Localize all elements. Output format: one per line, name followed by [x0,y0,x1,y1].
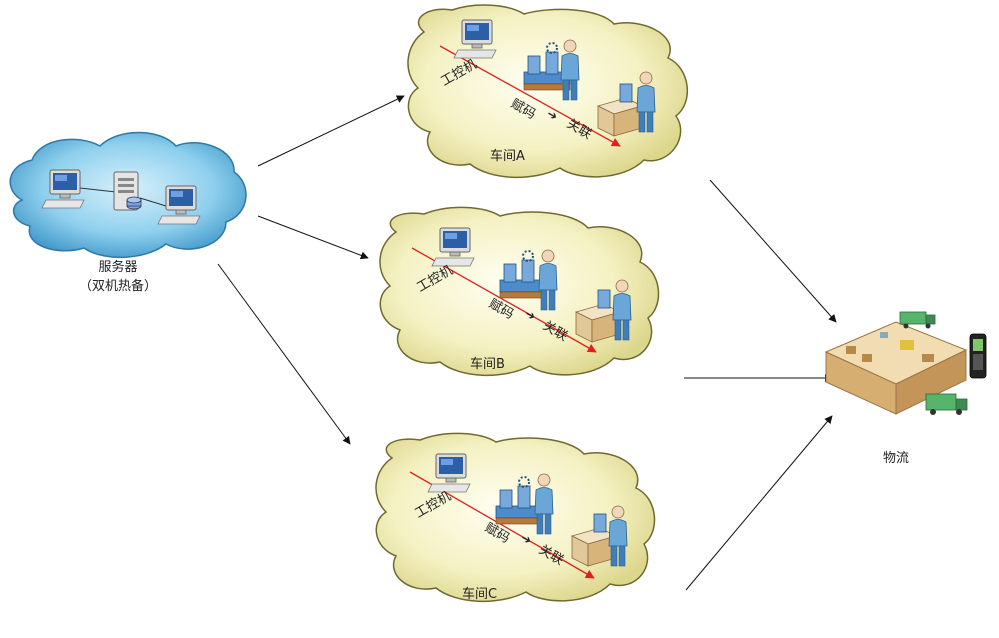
workshop-c-label: 车间C [462,586,497,602]
server-sublabel: （双机热备） [79,278,157,294]
server-tower-icon [113,171,142,211]
workshop-b: 工控机 赋码 ➔ 关联 车间B [379,206,660,376]
server-group: 服务器 （双机热备） [9,131,247,294]
warehouse-icon [824,321,968,415]
connectors [217,95,837,591]
workshop-a-process-line [439,45,621,147]
workshop-a: 工控机 赋码 ➔ 关联 车间A [407,4,689,178]
connector-c-to-logistics [685,415,833,591]
connector-server-to-a [257,95,405,167]
truck-bottom-icon [925,393,968,415]
connector-server-to-b [257,215,369,260]
truck-top-icon [899,311,936,329]
connector-a-to-logistics [709,179,837,323]
workshop-a-label: 车间A [490,148,525,164]
workshop-c: 工控机 赋码 ➔ 关联 车间C [375,432,656,602]
handheld-scanner-icon [969,333,987,379]
connector-server-to-c [217,263,351,445]
workshop-b-label: 车间B [470,356,505,372]
server-label: 服务器 [98,259,137,275]
logistics-label: 物流 [883,451,909,466]
logistics-group: 物流 [824,311,987,466]
server-network [41,169,201,225]
